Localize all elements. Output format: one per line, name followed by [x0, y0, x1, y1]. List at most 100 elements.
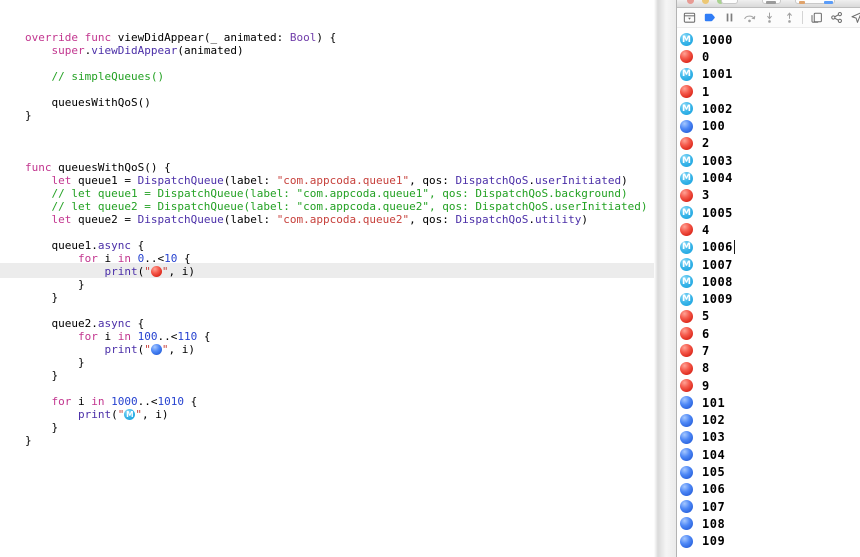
console-output[interactable]: 1000010011100210021003100431005410061007…	[677, 28, 860, 550]
code-token: super	[51, 44, 85, 57]
code-line[interactable]: queue2.async {	[25, 317, 648, 330]
code-line[interactable]: }	[25, 291, 648, 304]
console-row[interactable]: 1000	[680, 31, 860, 48]
debug-view-hierarchy-icon[interactable]	[808, 10, 824, 26]
console-row[interactable]: 107	[680, 498, 860, 515]
code-editor[interactable]: override func viewDidAppear(_ animated: …	[0, 0, 676, 557]
code-line[interactable]	[25, 122, 648, 135]
code-line[interactable]: print("", i)	[25, 343, 648, 356]
console-row[interactable]: 104	[680, 446, 860, 463]
code-line[interactable]: let queue1 = DispatchQueue(label: "com.a…	[25, 174, 648, 187]
code-line[interactable]: // simpleQueues()	[25, 70, 648, 83]
console-row[interactable]: 6	[680, 325, 860, 342]
code-line[interactable]	[25, 57, 648, 70]
console-row[interactable]: 105	[680, 463, 860, 480]
code-line[interactable]	[25, 226, 648, 239]
code-line[interactable]: print("", i)	[25, 265, 648, 278]
code-token: queue2 =	[71, 213, 138, 226]
step-over-icon[interactable]	[741, 10, 757, 26]
console-value: 100	[702, 119, 726, 134]
code-line[interactable]: }	[25, 434, 648, 447]
console-row[interactable]: 1008	[680, 273, 860, 290]
code-token: in	[117, 252, 131, 265]
console-row[interactable]: 2	[680, 135, 860, 152]
console-row[interactable]: 1	[680, 83, 860, 100]
code-token: queuesWithQoS()	[25, 96, 151, 109]
debug-toolbar	[677, 8, 860, 28]
circled-m-emoji-icon	[680, 206, 693, 220]
console-row[interactable]: 103	[680, 429, 860, 446]
code-token: viewDidAppear	[91, 44, 178, 57]
code-line[interactable]: }	[25, 421, 648, 434]
code-line[interactable]	[25, 135, 648, 148]
console-value: 1008	[702, 274, 733, 289]
console-value: 7	[702, 343, 710, 358]
console-row[interactable]: 1006	[680, 239, 860, 256]
text-caret	[733, 240, 736, 255]
code-token: , i)	[168, 343, 195, 356]
console-row[interactable]: 109	[680, 533, 860, 550]
traffic-light-close-icon[interactable]	[687, 0, 694, 4]
code-line[interactable]: func queuesWithQoS() {	[25, 161, 648, 174]
code-token: i	[97, 252, 118, 265]
console-row[interactable]: 0	[680, 48, 860, 65]
code-line[interactable]: print("", i)	[25, 408, 648, 421]
console-row[interactable]: 7	[680, 342, 860, 359]
traffic-light-minimize-icon[interactable]	[702, 0, 709, 4]
console-value: 1001	[702, 67, 733, 82]
console-row[interactable]: 108	[680, 515, 860, 532]
console-row[interactable]: 1003	[680, 152, 860, 169]
console-row[interactable]: 3	[680, 187, 860, 204]
console-row[interactable]: 100	[680, 117, 860, 134]
code-line[interactable]: for i in 0..<10 {	[25, 252, 648, 265]
code-line[interactable]	[25, 304, 648, 317]
console-row[interactable]: 4	[680, 221, 860, 238]
code-line[interactable]: for i in 100..<110 {	[25, 330, 648, 343]
code-line[interactable]: // let queue1 = DispatchQueue(label: "co…	[25, 187, 648, 200]
code-line[interactable]	[25, 83, 648, 96]
pause-icon[interactable]	[721, 10, 737, 26]
code-line[interactable]	[25, 382, 648, 395]
console-value: 1003	[702, 153, 733, 168]
code-line[interactable]: queue1.async {	[25, 239, 648, 252]
code-lines[interactable]: override func viewDidAppear(_ animated: …	[25, 31, 648, 447]
code-line[interactable]: }	[25, 369, 648, 382]
code-line[interactable]: queuesWithQoS()	[25, 96, 648, 109]
console-row[interactable]: 1002	[680, 100, 860, 117]
toolbar-button-partial[interactable]	[795, 0, 835, 4]
code-line[interactable]	[25, 148, 648, 161]
breakpoints-enabled-icon[interactable]	[701, 10, 717, 26]
console-row[interactable]: 8	[680, 360, 860, 377]
hide-debug-area-icon[interactable]	[681, 10, 697, 26]
console-row[interactable]: 9	[680, 377, 860, 394]
console-row[interactable]: 1005	[680, 204, 860, 221]
step-into-icon[interactable]	[761, 10, 777, 26]
console-row[interactable]: 101	[680, 394, 860, 411]
console-row[interactable]: 1009	[680, 290, 860, 307]
blue-circle-emoji-icon	[680, 413, 693, 427]
editor-scrollbar[interactable]	[654, 0, 676, 557]
code-line[interactable]: for i in 1000..<1010 {	[25, 395, 648, 408]
console-row[interactable]: 1007	[680, 256, 860, 273]
code-token: }	[25, 109, 32, 122]
toolbar-button-partial[interactable]	[721, 0, 738, 4]
console-row[interactable]: 5	[680, 308, 860, 325]
console-value: 102	[702, 413, 726, 428]
simulate-location-icon[interactable]	[848, 10, 860, 26]
debug-memory-graph-icon[interactable]	[828, 10, 844, 26]
console-row[interactable]: 1004	[680, 169, 860, 186]
code-line[interactable]: let queue2 = DispatchQueue(label: "com.a…	[25, 213, 648, 226]
console-row[interactable]: 102	[680, 412, 860, 429]
code-token	[25, 252, 78, 265]
code-line[interactable]: }	[25, 278, 648, 291]
code-line[interactable]: override func viewDidAppear(_ animated: …	[25, 31, 648, 44]
code-line[interactable]: }	[25, 356, 648, 369]
console-row[interactable]: 1001	[680, 66, 860, 83]
code-line[interactable]: // let queue2 = DispatchQueue(label: "co…	[25, 200, 647, 213]
console-row[interactable]: 106	[680, 481, 860, 498]
traffic-light-zoom-icon[interactable]	[717, 0, 724, 4]
code-line[interactable]: super.viewDidAppear(animated)	[25, 44, 648, 57]
code-line[interactable]: }	[25, 109, 648, 122]
step-out-icon[interactable]	[781, 10, 797, 26]
code-token	[25, 213, 52, 226]
